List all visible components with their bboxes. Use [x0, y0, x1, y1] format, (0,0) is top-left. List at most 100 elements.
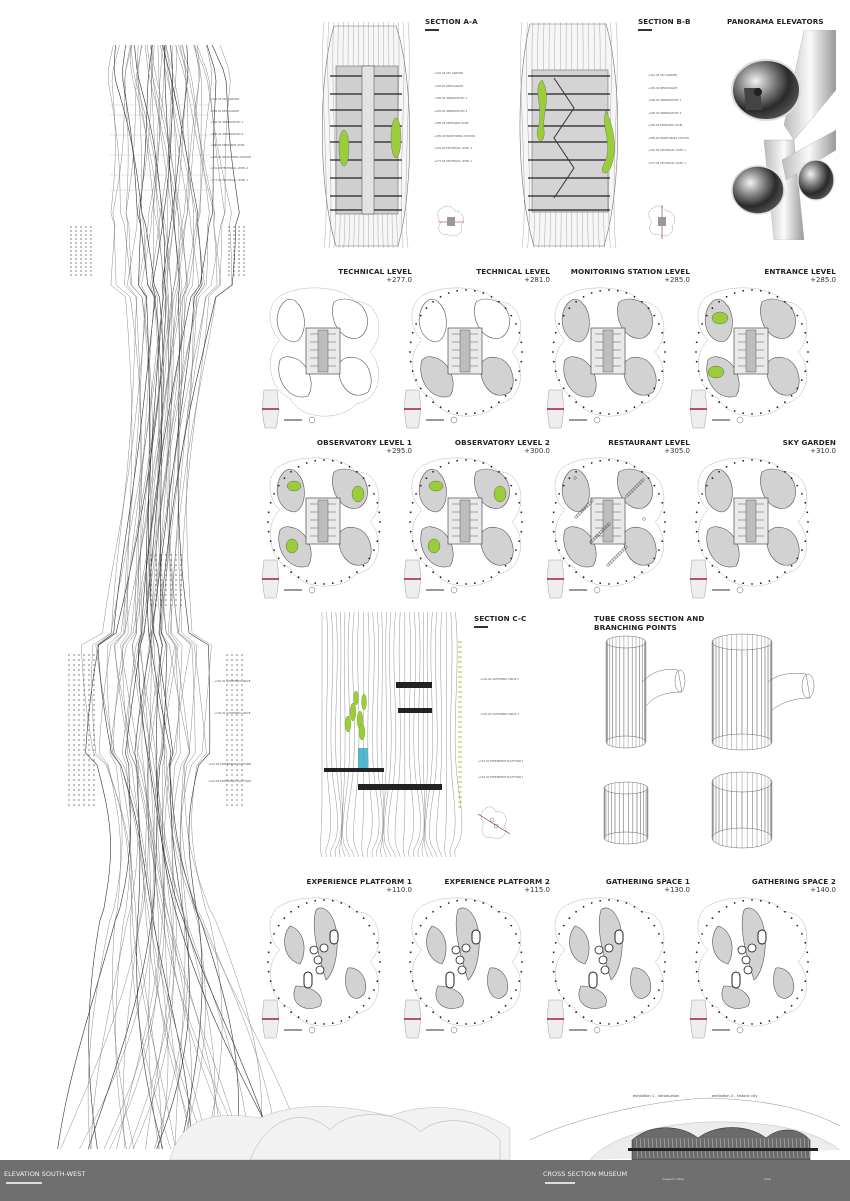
elevation-caption: ELEVATION SOUTH-WEST	[4, 1170, 86, 1178]
section-label: +281.00 TECHNICAL LEVEL 2	[648, 149, 687, 152]
floor-plan-drawing	[690, 897, 809, 1039]
caption-bar	[0, 1160, 850, 1201]
plan-title: EXPERIENCE PLATFORM 2	[444, 877, 550, 886]
floor-plan-drawing	[690, 457, 809, 599]
section-b-drawing	[519, 21, 619, 249]
plan-title: TECHNICAL LEVEL	[476, 267, 550, 276]
plan-level: +295.0	[386, 447, 412, 455]
plan-title: TECHNICAL LEVEL	[338, 267, 412, 276]
tube-branching-drawing	[603, 633, 815, 849]
section-label: +285.00 ENTRANCE LEVEL	[648, 124, 683, 127]
section-b-key-plan	[648, 205, 675, 239]
plan-level: +130.0	[664, 886, 690, 894]
museum-top-label: exhibition 1 - introduction	[633, 1094, 680, 1098]
panorama-title: PANORAMA ELEVATORS	[727, 17, 824, 26]
section-label: +281.00 TECHNICAL LEVEL 2	[434, 147, 473, 150]
section-a-title: SECTION A-A	[425, 17, 478, 26]
plan-title: RESTAURANT LEVEL	[608, 438, 690, 447]
section-label: +285.00 MONITORING STATION	[648, 136, 689, 140]
section-label: +140.00 GATHERING SPACE 2	[480, 678, 519, 681]
floor-plan-drawing	[404, 287, 523, 429]
museum-label: shop	[764, 1177, 772, 1181]
plan-level: +305.0	[664, 447, 690, 455]
plan-level: +140.0	[810, 886, 836, 894]
section-c-key-plan	[477, 806, 511, 839]
plan-title: GATHERING SPACE 2	[751, 877, 836, 886]
floor-plan-drawing	[404, 457, 523, 599]
elevation-label: +295.00 OBSERVATORY 2	[210, 132, 244, 136]
plan-title: OBSERVATORY LEVEL 1	[316, 438, 412, 447]
plan-title: EXPERIENCE PLATFORM 1	[306, 877, 412, 886]
elevation-label: +285.00 MONITORING STATION	[210, 155, 251, 159]
section-a-drawing	[321, 21, 411, 249]
section-a-scale	[425, 29, 439, 31]
floor-plan-drawing	[547, 457, 666, 599]
elevation-label: +305.00 RESTAURANT	[210, 109, 240, 113]
floor-plan-drawing	[690, 287, 809, 429]
plan-level: +285.0	[664, 276, 690, 284]
section-label: +300.00 OBSERVATORY 1	[648, 99, 682, 102]
elevation-label: +110.00 EXPERIENCE PLATFORM	[208, 780, 251, 783]
section-label: +300.00 OBSERVATORY 1	[434, 97, 468, 100]
floor-plan-drawing	[547, 287, 666, 429]
section-label: +277.00 TECHNICAL LEVEL 1	[434, 159, 473, 163]
elevation-label: +281.00 TECHNICAL LEVEL 2	[210, 167, 249, 170]
museum-top-label: exhibition 2 - historic city	[712, 1094, 758, 1098]
plan-level: +300.0	[524, 447, 550, 455]
floor-plan-drawing	[547, 897, 666, 1039]
section-b-labels: +310.00 SKY GARDEN +305.00 RESTAURANT +3…	[648, 74, 720, 174]
museum-scale-bar	[545, 1182, 575, 1184]
section-label: +295.00 OBSERVATORY 2	[648, 111, 682, 115]
elevation-label: +140.00 GATHERING SPACE	[214, 680, 251, 683]
elevation-label: +300.00 OBSERVATORY 1	[210, 121, 244, 124]
elevation-label: +277.00 TECHNICAL LEVEL 1	[210, 178, 249, 182]
elevation-scale-bar	[6, 1182, 42, 1184]
floor-plan-drawing	[262, 287, 380, 429]
plan-title: MONITORING STATION LEVEL	[570, 267, 690, 276]
section-label: +310.00 SKY GARDEN	[648, 74, 677, 77]
plan-title: GATHERING SPACE 1	[605, 877, 690, 886]
garden-shape	[601, 109, 615, 174]
plan-title: SKY GARDEN	[782, 438, 836, 447]
section-label: +130.00 GATHERING SPACE 1	[480, 713, 519, 716]
section-b-scale	[638, 29, 652, 31]
plan-level: +310.0	[810, 447, 836, 455]
section-b-title: SECTION B-B	[638, 17, 691, 26]
elevation-label: +285.00 ENTRANCE LEVEL	[210, 144, 245, 147]
elevator-cabin	[798, 160, 834, 200]
museum-caption: CROSS SECTION MUSEUM	[543, 1170, 628, 1178]
panorama-elevators-render	[731, 30, 836, 240]
platform-glazing	[358, 748, 368, 768]
plan-level: +110.0	[386, 886, 412, 894]
floor-plan-drawing	[404, 897, 523, 1039]
section-c-title: SECTION C-C	[474, 614, 527, 623]
plan-level: +285.0	[810, 276, 836, 284]
elevation-label: +130.00 GATHERING SPACE	[214, 712, 251, 715]
plan-title: OBSERVATORY LEVEL 2	[454, 438, 550, 447]
section-label: +305.00 RESTAURANT	[648, 86, 678, 90]
garden-shape	[338, 129, 350, 167]
section-label: +305.00 RESTAURANT	[434, 84, 464, 88]
plan-level: +277.0	[386, 276, 412, 284]
elevator-cabin	[732, 166, 784, 214]
garden-shape	[536, 79, 547, 141]
tube-title-line1: TUBE CROSS SECTION AND	[594, 614, 705, 623]
floor-plan-drawing	[262, 457, 381, 599]
section-label: +115.00 EXPERIENCE PLATFORM 2	[478, 760, 524, 763]
section-label: +285.00 ENTRANCE LEVEL	[434, 122, 469, 125]
section-label: +295.00 OBSERVATORY 2	[434, 109, 468, 113]
tower-elevation-drawing	[57, 44, 290, 1150]
section-label: +110.00 EXPERIENCE PLATFORM 1	[478, 776, 524, 779]
elevation-label: +115.00 EXPERIENCE PLATFORM	[208, 763, 251, 766]
museum-label: museum lobby	[662, 1177, 685, 1181]
elevation-upper-labels: +310.00 SKY GARDEN +305.00 RESTAURANT +3…	[210, 98, 280, 190]
floor-plan-drawing	[262, 897, 381, 1039]
plan-title: ENTRANCE LEVEL	[764, 267, 836, 276]
section-c-drawing	[320, 612, 463, 857]
garden-shape	[390, 117, 402, 159]
tube-title-line2: BRANCHING POINTS	[594, 623, 677, 632]
section-a-key-plan	[437, 205, 464, 237]
museum-section-drawing	[169, 1097, 841, 1161]
elevation-label: +310.00 SKY GARDEN	[210, 98, 239, 101]
plan-level: +281.0	[524, 276, 550, 284]
